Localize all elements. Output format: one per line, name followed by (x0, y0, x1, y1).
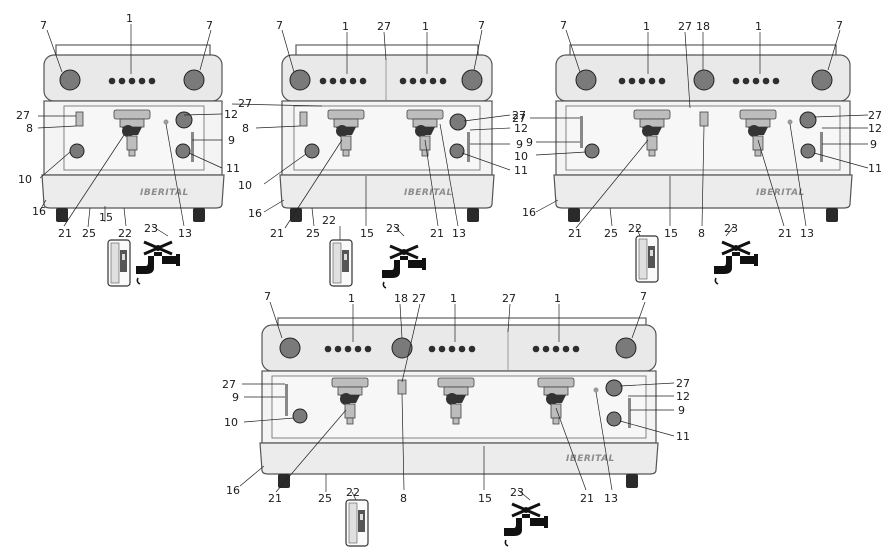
callout-1: 1 (755, 20, 762, 33)
callout-15: 15 (664, 227, 678, 240)
callout-7: 7 (836, 19, 843, 32)
callout-7: 7 (206, 19, 213, 32)
brand-text: IBERITAL (566, 454, 615, 464)
callout-25: 25 (318, 492, 332, 505)
machine-two-group: IBERITAL 1 27 1 7 7 27 8 27 12 9 11 10 1… (231, 19, 528, 290)
callout-23: 23 (510, 486, 524, 499)
callout-15: 15 (99, 211, 113, 224)
callout-23: 23 (144, 222, 158, 235)
callout-21: 21 (58, 227, 72, 240)
brand-text: IBERITAL (404, 188, 453, 198)
machine-one-group: IBERITAL 1 7 7 27 8 12 9 11 10 16 21 25 … (16, 12, 240, 287)
callout-16: 16 (226, 484, 240, 497)
callout-8: 8 (26, 122, 33, 135)
callout-27: 27 (512, 109, 526, 122)
callout-27: 27 (678, 20, 692, 33)
callout-7: 7 (40, 19, 47, 32)
water-tap-icon (712, 240, 760, 286)
callout-21: 21 (268, 492, 282, 505)
callout-21: 21 (568, 227, 582, 240)
callout-9: 9 (516, 138, 523, 151)
callout-16: 16 (522, 206, 536, 219)
callout-27: 27 (222, 378, 236, 391)
callout-27: 27 (676, 377, 690, 390)
callout-11: 11 (868, 162, 882, 175)
brand-text: IBERITAL (756, 188, 805, 198)
callout-10: 10 (238, 179, 252, 192)
water-tap-icon (134, 240, 182, 286)
callout-12: 12 (514, 122, 528, 135)
callout-18: 18 (696, 20, 710, 33)
callout-22: 22 (346, 486, 360, 499)
callout-1: 1 (554, 292, 561, 305)
callout-7: 7 (276, 19, 283, 32)
callout-27: 27 (377, 20, 391, 33)
callout-8: 8 (242, 122, 249, 135)
callout-27: 27 (238, 97, 252, 110)
callout-1: 1 (450, 292, 457, 305)
brand-text: IBERITAL (140, 188, 189, 198)
callout-15: 15 (478, 492, 492, 505)
callout-25: 25 (82, 227, 96, 240)
water-filter-icon (107, 239, 131, 287)
callout-13: 13 (800, 227, 814, 240)
callout-23: 23 (724, 222, 738, 235)
water-filter-icon (635, 235, 659, 283)
callout-16: 16 (248, 207, 262, 220)
callout-8: 8 (400, 492, 407, 505)
callout-8: 8 (698, 227, 705, 240)
callout-22: 22 (118, 227, 132, 240)
callout-9: 9 (678, 404, 685, 417)
callout-27: 27 (868, 109, 882, 122)
callout-11: 11 (514, 164, 528, 177)
water-filter-icon (345, 499, 369, 547)
callout-27: 27 (16, 109, 30, 122)
callout-21: 21 (778, 227, 792, 240)
callout-22: 22 (628, 222, 642, 235)
callout-12: 12 (676, 390, 690, 403)
callout-1: 1 (126, 12, 133, 25)
callout-16: 16 (32, 205, 46, 218)
callout-21: 21 (580, 492, 594, 505)
callout-18: 18 (394, 292, 408, 305)
machine-two-group-wide: IBERITAL 1 27 18 1 7 7 27 9 10 27 12 9 (512, 19, 882, 286)
callout-9: 9 (232, 391, 239, 404)
callout-27: 27 (512, 112, 526, 125)
callout-7: 7 (560, 19, 567, 32)
water-tap-icon (502, 502, 550, 548)
callout-21: 21 (430, 227, 444, 240)
callout-23: 23 (386, 222, 400, 235)
callout-1: 1 (342, 20, 349, 33)
callout-12: 12 (868, 122, 882, 135)
callout-27: 27 (502, 292, 516, 305)
callout-10: 10 (514, 150, 528, 163)
callout-9: 9 (228, 134, 235, 147)
callout-12: 12 (224, 108, 238, 121)
callout-13: 13 (452, 227, 466, 240)
callout-7: 7 (478, 19, 485, 32)
callout-15: 15 (360, 227, 374, 240)
callout-13: 13 (178, 227, 192, 240)
callout-10: 10 (224, 416, 238, 429)
callout-1: 1 (643, 20, 650, 33)
callout-7: 7 (264, 290, 271, 303)
water-filter-icon (329, 239, 353, 287)
callout-21: 21 (270, 227, 284, 240)
callout-22: 22 (322, 214, 336, 227)
callout-27: 27 (412, 292, 426, 305)
callout-25: 25 (604, 227, 618, 240)
callout-1: 1 (422, 20, 429, 33)
callout-11: 11 (676, 430, 690, 443)
callout-25: 25 (306, 227, 320, 240)
callout-9: 9 (526, 136, 533, 149)
callout-7: 7 (640, 290, 647, 303)
water-tap-icon (380, 244, 428, 290)
callout-10: 10 (18, 173, 32, 186)
callout-13: 13 (604, 492, 618, 505)
callout-9: 9 (870, 138, 877, 151)
machine-three-group: IBERITAL 1 18 27 1 27 1 7 7 27 9 1 (222, 290, 690, 548)
callout-11: 11 (226, 162, 240, 175)
callout-1: 1 (348, 292, 355, 305)
